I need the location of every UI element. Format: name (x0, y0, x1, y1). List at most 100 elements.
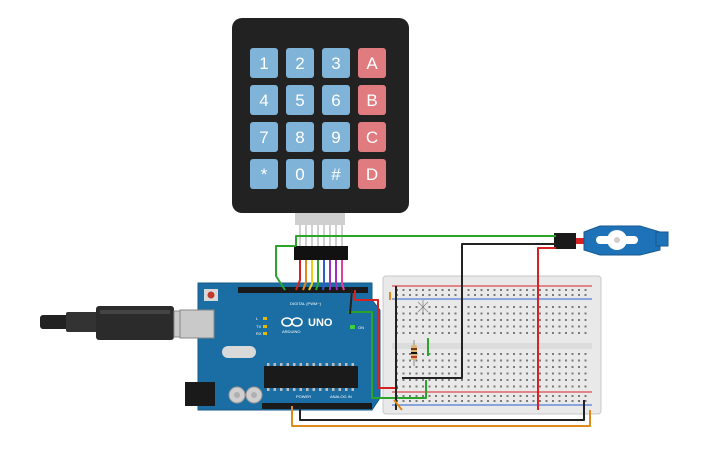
breadboard-hole (506, 289, 509, 291)
breadboard-hole (584, 359, 587, 362)
keypad-key[interactable]: 7 (250, 122, 278, 152)
chip-pin (332, 363, 335, 366)
breadboard-hole (409, 325, 411, 328)
breadboard-hole (539, 385, 541, 388)
breadboard-hole (480, 379, 483, 381)
breadboard-hole (402, 366, 405, 368)
breadboard-hole (467, 294, 470, 296)
breadboard-hole (493, 372, 496, 375)
arduino-uno[interactable]: DIGITAL (PWM~) UNO ARDUINO L TX RX ON PO… (179, 282, 381, 411)
servo-connector (554, 233, 576, 249)
breadboard-hole (506, 319, 509, 321)
breadboard-hole (526, 359, 528, 362)
keypad-key[interactable]: A (358, 48, 386, 78)
keypad-key[interactable]: 8 (286, 122, 314, 152)
breadboard-hole (428, 359, 431, 362)
breadboard-hole (402, 353, 405, 355)
l-led-label: L (256, 316, 259, 321)
breadboard-hole (506, 325, 509, 328)
breadboard-hole (513, 289, 515, 291)
breadboard-hole (526, 366, 528, 368)
keypad-key[interactable]: 1 (250, 48, 278, 78)
breadboard-hole (461, 379, 463, 381)
resistor[interactable] (411, 340, 417, 366)
keypad-key[interactable]: D (358, 159, 386, 189)
keypad-key[interactable]: 0 (286, 159, 314, 189)
breadboard-hole (474, 312, 476, 315)
breadboard-hole (526, 289, 528, 291)
breadboard[interactable] (382, 275, 602, 415)
breadboard-hole (441, 306, 444, 308)
breadboard-hole (435, 289, 437, 291)
usb-cable[interactable] (40, 306, 205, 340)
chip-pin (286, 388, 289, 391)
on-label: ON (358, 325, 364, 330)
breadboard-hole (532, 372, 535, 375)
breadboard-hole (493, 353, 496, 355)
breadboard-hole (448, 306, 450, 308)
breadboard-hole (565, 306, 567, 308)
breadboard-hole (513, 294, 515, 296)
breadboard-hole (500, 359, 502, 362)
breadboard-hole (487, 312, 489, 315)
breadboard-hole (565, 332, 567, 334)
keypad-key[interactable]: 6 (322, 85, 350, 115)
breadboard-hole (467, 366, 470, 368)
breadboard-hole (454, 325, 457, 328)
breadboard-hole (422, 294, 424, 296)
breadboard-hole (448, 289, 450, 291)
breadboard-hole (487, 306, 489, 308)
keypad-key[interactable]: # (322, 159, 350, 189)
breadboard-hole (480, 306, 483, 308)
keypad-key[interactable]: 5 (286, 85, 314, 115)
breadboard-hole (422, 379, 424, 381)
breadboard-hole (506, 385, 509, 388)
breadboard-hole (571, 359, 574, 362)
breadboard-hole (448, 379, 450, 381)
chip-pin (293, 363, 296, 366)
breadboard-hole (532, 366, 535, 368)
servo-motor[interactable] (554, 225, 669, 256)
breadboard-hole (402, 379, 405, 381)
analog-label: ANALOG IN (330, 394, 352, 399)
breadboard-hole (454, 319, 457, 321)
breadboard-hole (480, 359, 483, 362)
breadboard-hole (526, 332, 528, 334)
breadboard-hole (480, 332, 483, 334)
keypad-key[interactable]: 9 (322, 122, 350, 152)
keypad-key[interactable]: 3 (322, 48, 350, 78)
breadboard-hole (402, 372, 405, 375)
breadboard-hole (448, 395, 450, 397)
keypad-key[interactable]: C (358, 122, 386, 152)
breadboard-hole (526, 372, 528, 375)
breadboard-hole (532, 359, 535, 362)
breadboard-hole (584, 319, 587, 321)
keypad-key[interactable]: * (250, 159, 278, 189)
breadboard-hole (545, 312, 548, 315)
breadboard-hole (584, 294, 587, 296)
breadboard-hole (526, 379, 528, 381)
breadboard-hole (545, 359, 548, 362)
breadboard-hole (539, 379, 541, 381)
keypad-key[interactable]: 4 (250, 85, 278, 115)
breadboard-hole (402, 332, 405, 334)
breadboard-hole (558, 379, 561, 381)
breadboard-hole (565, 400, 567, 402)
breadboard-hole (545, 332, 548, 334)
breadboard-hole (474, 359, 476, 362)
breadboard-hole (519, 332, 522, 334)
keypad-key[interactable]: 2 (286, 48, 314, 78)
keypad-key[interactable]: B (358, 85, 386, 115)
breadboard-hole (415, 319, 418, 321)
breadboard-hole (513, 372, 515, 375)
chip-pin (273, 363, 276, 366)
breadboard-hole (539, 325, 541, 328)
breadboard-hole (493, 306, 496, 308)
breadboard-hole (487, 379, 489, 381)
breadboard-hole (448, 319, 450, 321)
breadboard-hole (500, 400, 502, 402)
breadboard-hole (454, 379, 457, 381)
